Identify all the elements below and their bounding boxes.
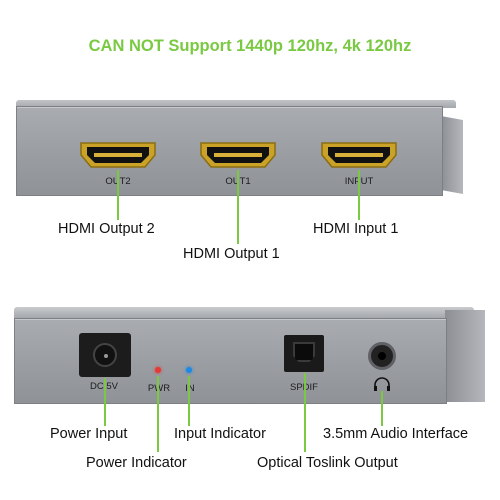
- top-device-rim: [16, 100, 456, 108]
- callout-power-indicator: Power Indicator: [86, 455, 187, 471]
- callout-line-input-indicator: [188, 376, 190, 426]
- top-device-side: [441, 116, 463, 194]
- spdif-port-icon: [284, 335, 324, 372]
- bottom-device-rim: [14, 307, 474, 318]
- in-led-icon: [186, 367, 192, 373]
- callout-line-power-indicator: [157, 376, 159, 452]
- audio-jack-icon: [368, 342, 396, 370]
- callout-line-out1: [237, 170, 239, 244]
- headline: CAN NOT Support 1440p 120hz, 4k 120hz: [88, 37, 412, 55]
- spdif-label: SPDIF: [274, 382, 334, 393]
- callout-line-optical: [304, 373, 306, 452]
- dc-label: DC 5V: [90, 381, 118, 392]
- callout-line-power-input: [104, 378, 106, 426]
- hdmi-input-port-icon: [321, 142, 397, 168]
- hdmi-out2-port-icon: [80, 142, 156, 168]
- hdmi-out1-port-icon: [200, 142, 276, 168]
- callout-line-out2: [117, 170, 119, 220]
- callout-optical-toslink-output: Optical Toslink Output: [257, 455, 398, 471]
- callout-power-input: Power Input: [50, 426, 128, 442]
- callout-hdmi-output-2: HDMI Output 2: [58, 221, 155, 237]
- dc-jack-icon: [79, 333, 131, 377]
- headphone-icon: [374, 377, 390, 391]
- bottom-device-side: [445, 310, 485, 402]
- callout-input-indicator: Input Indicator: [174, 426, 266, 442]
- callout-line-input: [358, 170, 360, 220]
- in-led-label: IN: [185, 383, 195, 394]
- callout-hdmi-input-1: HDMI Input 1: [313, 221, 399, 237]
- callout-line-audio: [381, 391, 383, 426]
- pwr-led-icon: [155, 367, 161, 373]
- callout-audio-interface: 3.5mm Audio Interface: [323, 426, 469, 442]
- callout-hdmi-output-1: HDMI Output 1: [183, 246, 280, 262]
